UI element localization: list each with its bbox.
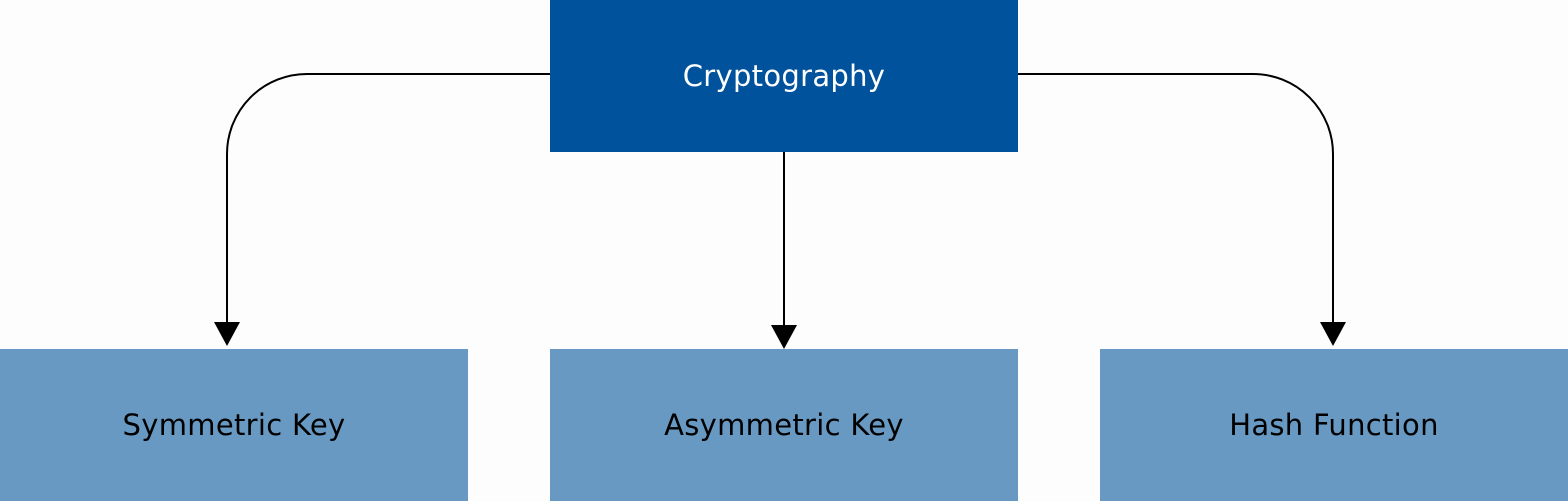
node-symmetric-key-label: Symmetric Key	[122, 408, 346, 442]
connector-root-to-hash-function	[1018, 73, 1334, 322]
node-asymmetric-key: Asymmetric Key	[550, 349, 1018, 501]
node-symmetric-key: Symmetric Key	[0, 349, 468, 501]
node-hash-function: Hash Function	[1100, 349, 1568, 501]
arrowhead-symmetric-key	[214, 322, 240, 346]
node-cryptography: Cryptography	[550, 0, 1018, 152]
arrowhead-asymmetric-key	[771, 325, 797, 349]
connector-root-to-symmetric-key	[226, 73, 550, 322]
node-asymmetric-key-label: Asymmetric Key	[664, 408, 904, 442]
arrowhead-hash-function	[1320, 322, 1346, 346]
node-cryptography-label: Cryptography	[682, 59, 886, 93]
node-hash-function-label: Hash Function	[1229, 408, 1439, 442]
